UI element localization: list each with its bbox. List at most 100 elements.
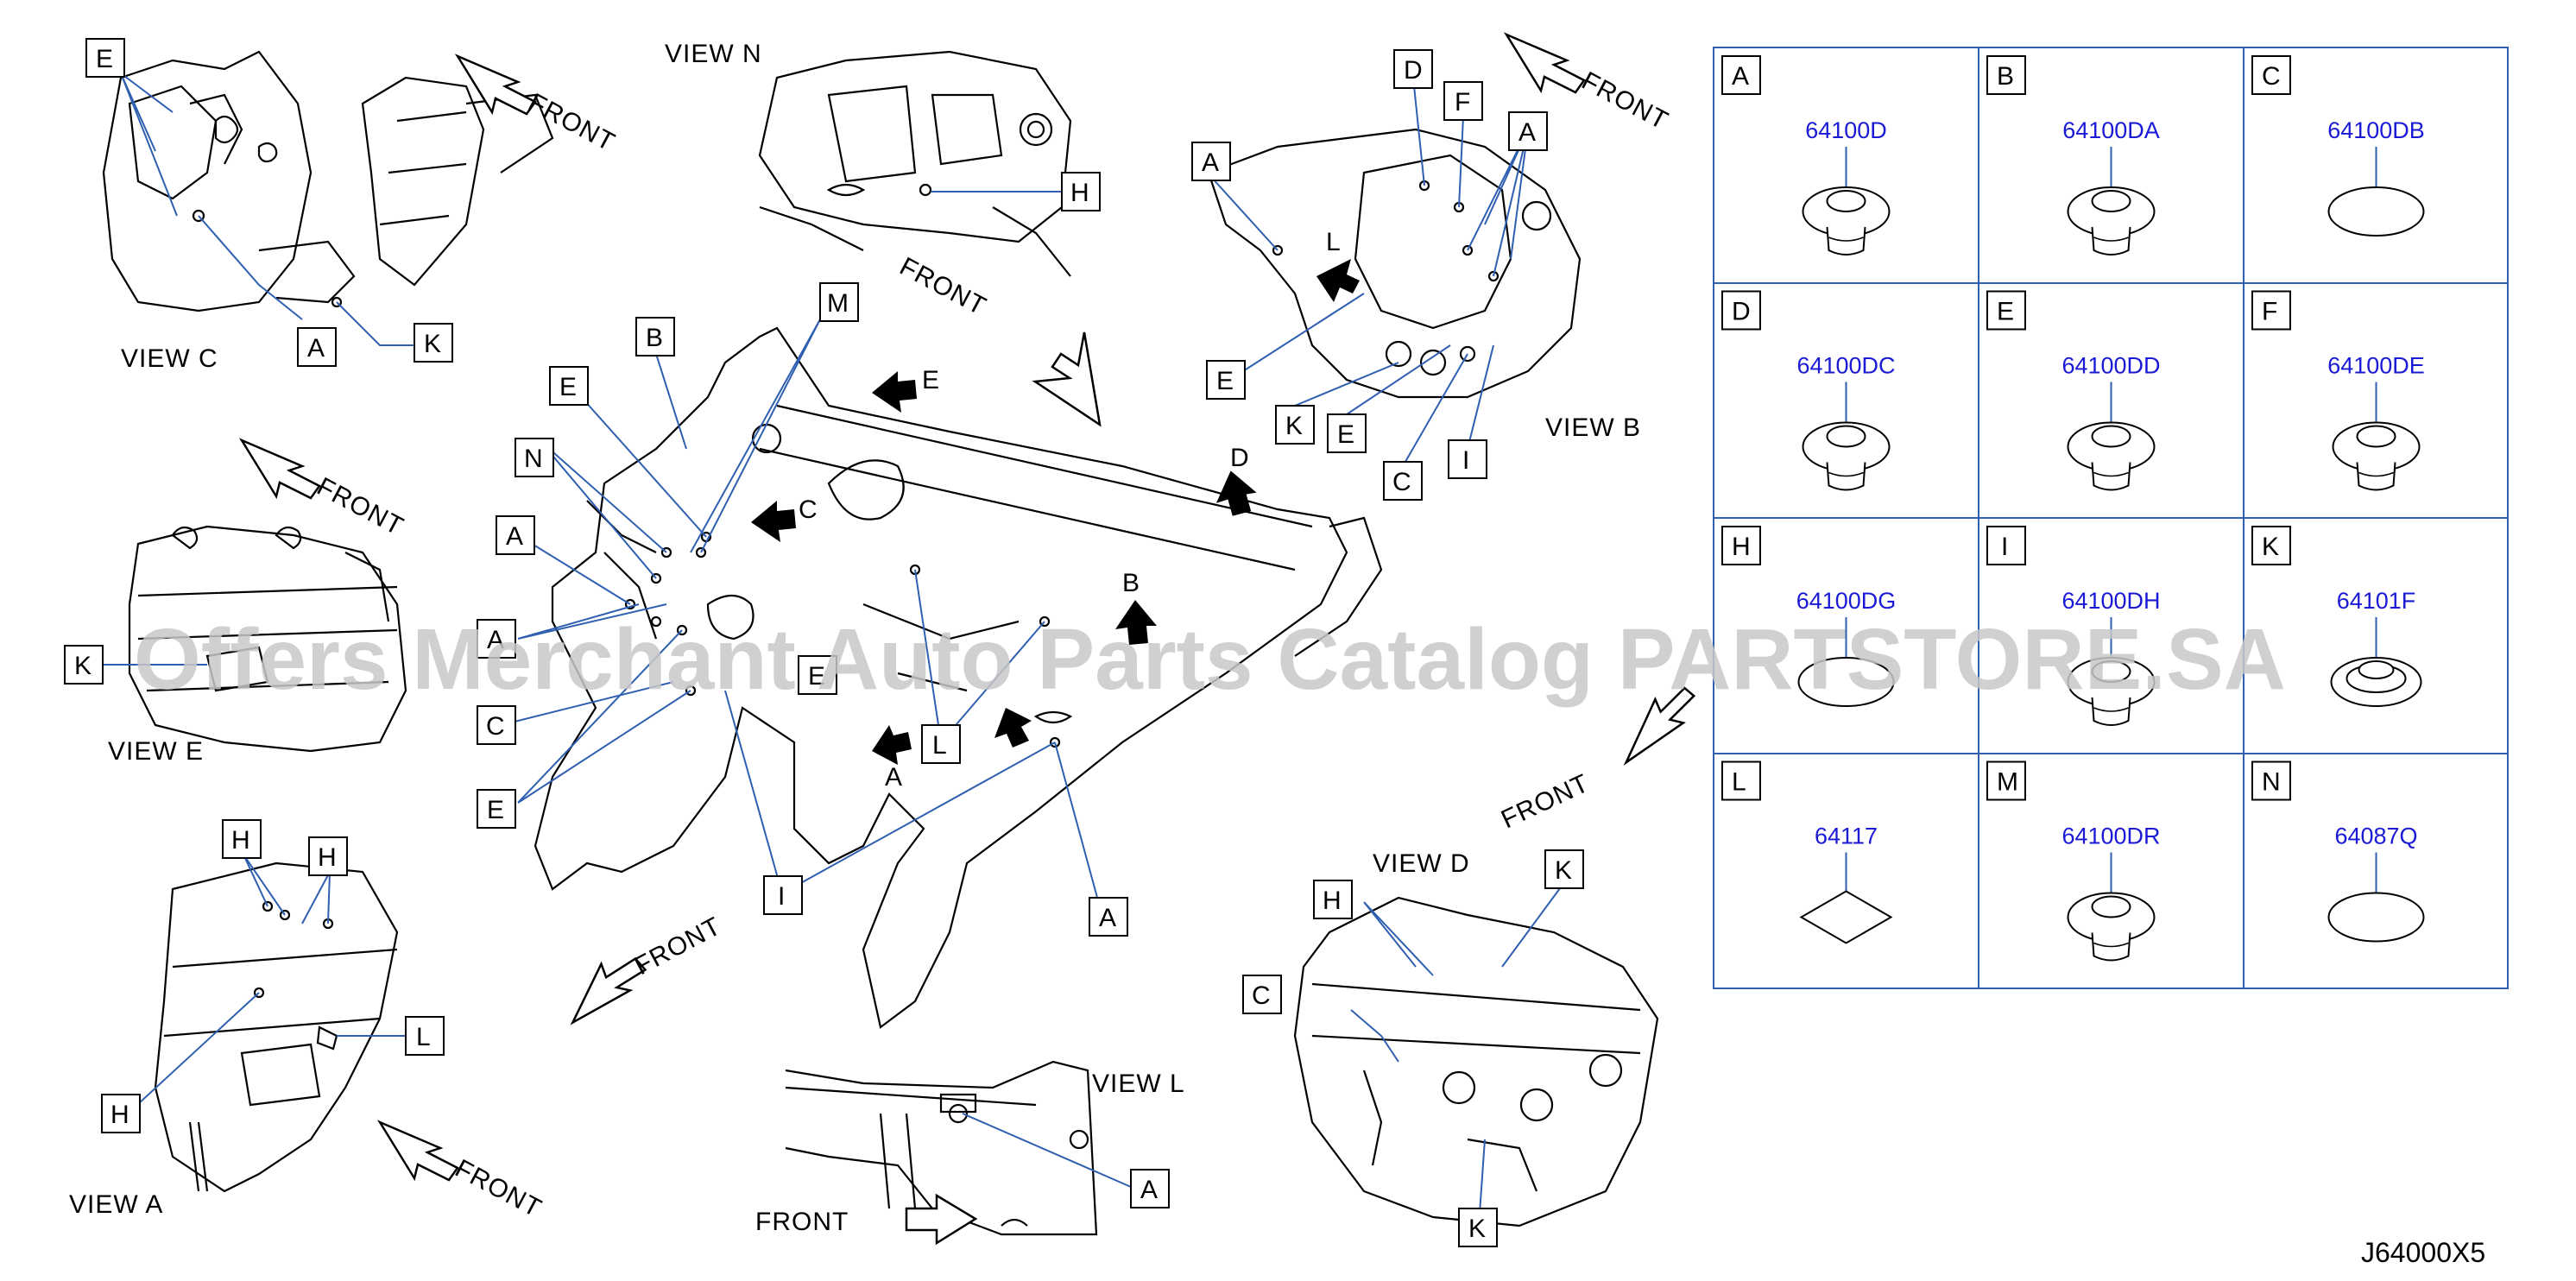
callout-l: L xyxy=(405,1016,445,1056)
front-direction-arrow-icon xyxy=(376,1120,459,1182)
parts-cell-b: B 64100DA xyxy=(1986,55,2160,256)
pointer-label-e: E xyxy=(922,366,939,394)
svg-text:M: M xyxy=(827,289,849,318)
grommet-icon xyxy=(2327,892,2425,943)
callout-b: B xyxy=(635,317,675,357)
view-direction-arrow-icon xyxy=(751,501,796,542)
front-direction-arrow-icon xyxy=(1032,331,1102,427)
callout-n: N xyxy=(515,438,554,477)
callout-a: A xyxy=(1130,1169,1170,1208)
callout-d: D xyxy=(1393,49,1433,89)
callout-k: K xyxy=(1275,405,1315,445)
svg-text:A: A xyxy=(487,626,504,654)
front-direction-arrow-icon xyxy=(1623,686,1696,766)
callout-c: C xyxy=(1383,461,1423,501)
grommet-icon xyxy=(2332,421,2421,491)
parts-cell-key: I xyxy=(2001,533,2008,561)
parts-cell-key: M xyxy=(1997,768,2018,797)
view-c-drawing xyxy=(102,50,554,346)
grommet-icon xyxy=(1797,657,1895,707)
callout-a: A xyxy=(1089,897,1128,937)
parts-cell-key-box xyxy=(1721,526,1761,565)
grommet-icon xyxy=(2067,186,2156,256)
front-direction-arrow-icon xyxy=(238,438,321,500)
parts-cell-m: M 64100DR xyxy=(1986,760,2161,962)
grommet-icon xyxy=(1802,186,1891,256)
view-a-title: VIEW A xyxy=(69,1190,163,1219)
callout-e: E xyxy=(477,789,516,829)
callout-l: L xyxy=(921,724,961,764)
parts-cell-key: B xyxy=(1997,62,2014,91)
grommet-icon xyxy=(2327,186,2425,237)
callout-k: K xyxy=(414,323,453,363)
svg-text:I: I xyxy=(1462,446,1469,475)
main-frame-drawing xyxy=(500,319,1383,1029)
grommet-icon xyxy=(2067,892,2156,962)
parts-cell-key-box xyxy=(2251,526,2291,565)
svg-text:A: A xyxy=(1099,904,1116,932)
svg-text:H: H xyxy=(231,826,250,855)
svg-text:E: E xyxy=(808,662,825,691)
part-number: 64117 xyxy=(1815,824,1878,849)
view-d-front-label: FRONT xyxy=(1497,769,1594,835)
front-direction-arrow-icon xyxy=(905,1193,978,1246)
callout-f: F xyxy=(1443,81,1483,121)
view-direction-arrow-icon xyxy=(1316,259,1360,302)
callout-a: A xyxy=(1191,142,1231,181)
svg-text:N: N xyxy=(524,445,543,473)
svg-text:E: E xyxy=(1337,420,1354,449)
pointer-label-c: C xyxy=(799,495,818,524)
svg-text:I: I xyxy=(778,882,785,911)
callout-m: M xyxy=(819,282,859,322)
view-a-front-label: FRONT xyxy=(451,1154,546,1223)
grommet-icon xyxy=(2067,421,2156,491)
svg-text:C: C xyxy=(486,712,505,741)
grommet-icon xyxy=(1802,421,1891,491)
view-e-drawing xyxy=(102,525,407,753)
svg-text:H: H xyxy=(110,1101,129,1129)
svg-text:K: K xyxy=(424,330,441,358)
svg-text:D: D xyxy=(1404,56,1423,85)
svg-text:K: K xyxy=(1468,1215,1486,1243)
parts-cell-key-box xyxy=(1721,760,1761,801)
view-e-front-label: FRONT xyxy=(313,472,408,541)
callout-k: K xyxy=(64,645,104,685)
part-number: 64100DA xyxy=(2062,117,2160,143)
parts-cell-key: E xyxy=(1997,298,2014,326)
callout-e: E xyxy=(1206,360,1246,400)
parts-cell-key-box xyxy=(1986,526,2026,565)
part-number: 64100DR xyxy=(2061,824,2160,849)
parts-cell-key-box xyxy=(1986,290,2026,331)
part-number: 64100DD xyxy=(2061,353,2160,379)
view-l-drawing xyxy=(785,1060,1132,1236)
front-direction-arrow-icon xyxy=(570,956,647,1025)
view-direction-arrow-icon xyxy=(872,371,917,413)
view-d-drawing xyxy=(1293,884,1659,1227)
svg-text:A: A xyxy=(1518,118,1536,147)
svg-text:A: A xyxy=(506,522,523,551)
svg-text:L: L xyxy=(932,731,947,760)
view-l-front-label: FRONT xyxy=(755,1208,849,1236)
parts-cell-key: K xyxy=(2262,533,2279,561)
svg-text:C: C xyxy=(1392,468,1411,496)
callout-e: E xyxy=(85,38,125,78)
view-direction-arrow-icon xyxy=(1115,600,1157,645)
view-e-title: VIEW E xyxy=(108,737,204,766)
grommet-icon xyxy=(1799,890,1893,944)
svg-text:E: E xyxy=(559,373,577,401)
view-direction-arrow-icon xyxy=(1215,470,1257,516)
svg-text:B: B xyxy=(646,324,663,352)
callout-c: C xyxy=(477,705,516,745)
grommet-icon xyxy=(2067,657,2156,726)
callout-i: I xyxy=(1448,439,1487,479)
svg-text:K: K xyxy=(74,652,92,680)
front-direction-arrow-icon xyxy=(454,54,537,116)
view-direction-arrow-icon xyxy=(994,708,1032,748)
parts-cell-key: N xyxy=(2262,768,2281,797)
part-number: 64100DE xyxy=(2327,353,2425,379)
